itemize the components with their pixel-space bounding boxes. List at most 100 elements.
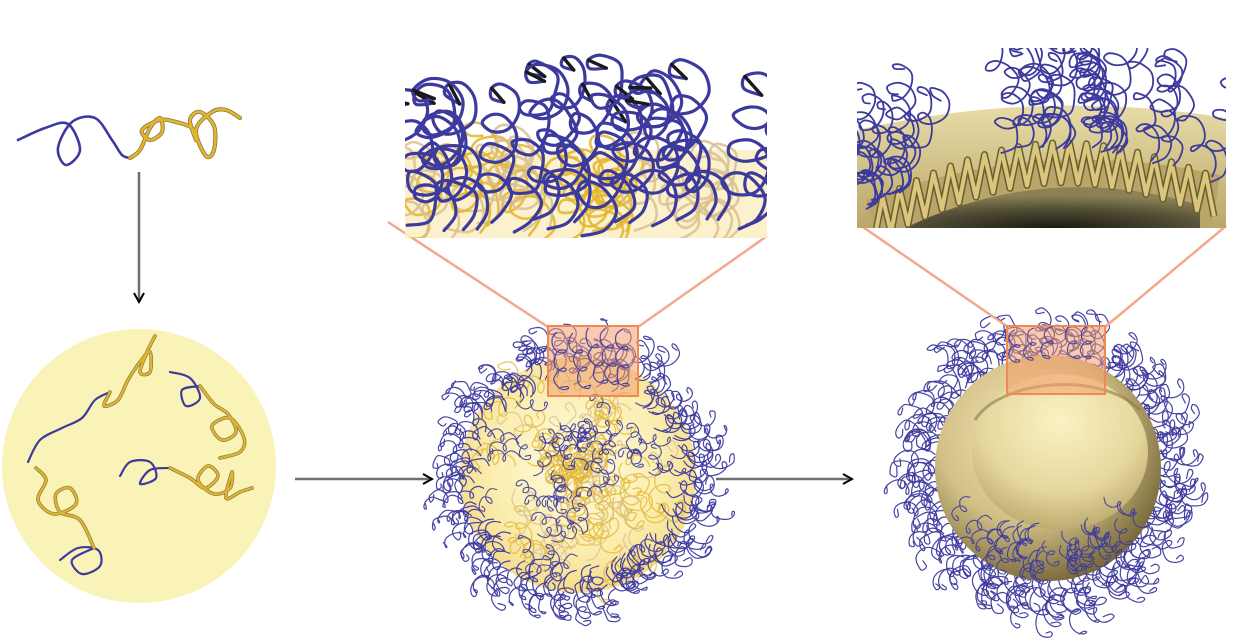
box-chain	[1023, 327, 1037, 361]
vesicle-corona-chain	[1132, 526, 1162, 559]
corona-chain	[648, 389, 675, 416]
corona-chain-front	[542, 543, 555, 572]
vesicle-surface-chain	[951, 496, 971, 522]
corona-chain	[678, 468, 708, 486]
chain-end-group	[405, 101, 410, 106]
vesicle-corona-chain	[933, 344, 969, 389]
corona-chain-front	[629, 538, 653, 557]
corona-chain	[454, 420, 496, 441]
vesicle-corona-chain	[923, 380, 959, 398]
zoom-vesicle-corona-chain	[883, 87, 951, 196]
vesicle-surface-chain	[1019, 549, 1041, 581]
core-chain	[606, 484, 629, 524]
vesicle-corona-chain	[949, 555, 979, 590]
core-chain	[514, 491, 539, 536]
vesicle-corona-chain	[974, 330, 1006, 361]
corona-chain-front	[515, 399, 548, 412]
corona-chain	[445, 465, 477, 480]
vesicle-surface-chain	[1058, 544, 1087, 572]
corona-chain-front	[570, 457, 603, 471]
vesicle-corona-chain	[910, 479, 948, 498]
vesicle-corona-chain	[1005, 574, 1031, 609]
chain-end-group	[413, 91, 436, 105]
vesicle-corona-chain	[1097, 549, 1136, 587]
vesicle-corona-chain	[1142, 509, 1191, 529]
zoom-corona-chain	[507, 59, 560, 234]
vesicle-corona-chain	[1153, 464, 1199, 488]
corona-chain	[515, 356, 536, 398]
vesicle-corona-chain	[1149, 426, 1189, 455]
zoom-vesicle-corona-chain	[1076, 48, 1119, 152]
core-chain	[596, 398, 617, 447]
corona-chain-front	[576, 418, 593, 443]
zoom-vesicle-corona-chain	[1078, 54, 1129, 153]
vesicle-corona-chain	[1107, 343, 1129, 389]
corona-chain	[648, 343, 681, 383]
box-chain	[599, 327, 620, 386]
corona-chain-front	[489, 438, 520, 455]
corona-chain	[508, 570, 534, 607]
corona-chain	[606, 588, 620, 619]
core-chain	[538, 442, 557, 483]
core-chain	[648, 464, 671, 514]
chain-end-group	[743, 74, 764, 97]
core-chain	[538, 402, 577, 441]
corona-chain-front	[515, 479, 537, 499]
corona-chain	[672, 414, 702, 442]
zoom-corona-chain	[720, 71, 767, 231]
corona-chain	[653, 409, 688, 434]
zoom-vesicle-corona-chain	[993, 48, 1035, 154]
aggregation-panel	[2, 329, 276, 603]
corona-chain	[451, 501, 477, 525]
vesicle-corona-chain	[1151, 526, 1185, 549]
corona-chain	[573, 593, 592, 627]
corona-chain	[439, 432, 482, 449]
corona-chain	[493, 567, 523, 597]
vesicle-corona-chain	[1114, 341, 1144, 391]
corona-chain	[587, 571, 606, 610]
zoom-corona-chain	[526, 54, 587, 221]
vesicle-corona-chain	[1121, 365, 1149, 403]
vesicle-corona-chain	[1065, 562, 1096, 607]
vesicle-corona-chain	[1145, 503, 1193, 527]
core-chain	[509, 536, 546, 558]
corona-chain	[581, 579, 603, 616]
corona-chain	[449, 457, 490, 474]
vesicle-zoom-inset	[857, 48, 1226, 228]
core-chain	[531, 534, 557, 572]
vesicle-corona-chain	[1113, 566, 1150, 588]
chain-end-group	[614, 84, 635, 101]
vesicle-surface-chain	[1021, 556, 1032, 585]
corona-chain	[486, 560, 511, 597]
corona-chain	[445, 386, 483, 419]
corona-chain-front	[549, 432, 565, 457]
vesicle-corona-chain	[932, 554, 965, 591]
corona-chain-front	[575, 485, 603, 498]
vesicle-lumen	[972, 374, 1148, 530]
corona-chain	[673, 442, 714, 474]
corona-chain-front	[566, 494, 581, 525]
corona-chain	[586, 565, 604, 597]
vesicle-corona-chain	[1010, 585, 1034, 629]
vesicle-corona-chain	[906, 428, 947, 454]
corona-chain	[449, 448, 482, 464]
core-chain	[572, 439, 600, 482]
vesicle-surface-chain	[1095, 531, 1112, 560]
corona-chain	[528, 582, 548, 614]
corona-chain-front	[550, 469, 566, 493]
zoom-corona-chain	[609, 79, 656, 224]
corona-chain	[636, 353, 663, 382]
corona-chain	[642, 376, 660, 409]
vesicle-corona-chain	[1148, 426, 1182, 453]
agg-chain-hydrophobic	[102, 334, 157, 408]
corona-chain	[666, 520, 707, 551]
corona-chain-front	[577, 503, 589, 535]
corona-chain-front	[638, 433, 671, 447]
corona-chain	[428, 489, 463, 504]
corona-chain	[688, 424, 728, 443]
corona-chain	[460, 535, 503, 560]
corona-chain	[528, 572, 545, 619]
vesicle-corona-chain	[1004, 569, 1029, 619]
vesicle-surface-chain	[1074, 537, 1095, 563]
vesicle-surface-chain	[1015, 520, 1028, 560]
